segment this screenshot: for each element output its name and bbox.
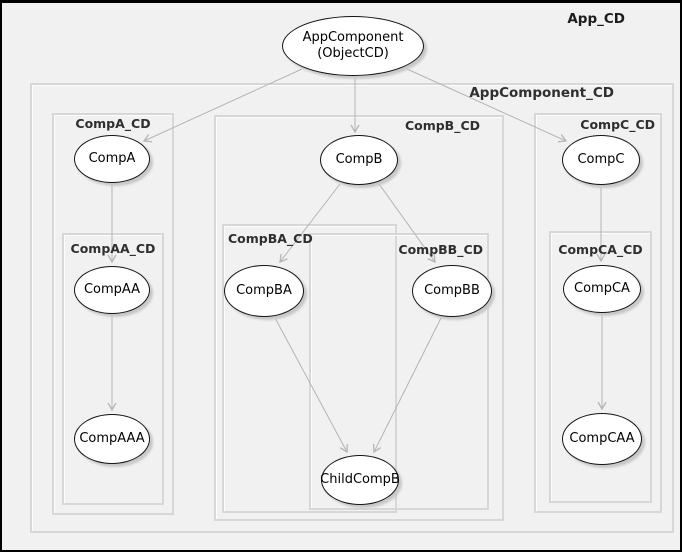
- node-appcomponent[interactable]: AppComponent (ObjectCD): [282, 16, 424, 76]
- app-cd-label: App_CD: [567, 11, 625, 27]
- node-compaaa[interactable]: CompAAA: [74, 414, 150, 464]
- node-compcaa[interactable]: CompCAA: [562, 413, 642, 465]
- compc-cd-label: CompC_CD: [580, 117, 655, 132]
- frame-compc-cd: [534, 113, 662, 513]
- node-compa[interactable]: CompA: [74, 135, 150, 183]
- compaa-cd-label: CompAA_CD: [70, 241, 156, 256]
- node-compca-label: CompCA: [574, 280, 630, 296]
- node-compaaa-label: CompAAA: [79, 430, 145, 446]
- node-compba[interactable]: CompBA: [224, 265, 304, 317]
- frame-compa-cd: [52, 113, 174, 515]
- node-compc-label: CompC: [577, 151, 625, 167]
- node-compb[interactable]: CompB: [320, 135, 398, 185]
- node-childcompb[interactable]: ChildCompB: [320, 455, 400, 505]
- node-compaa-label: CompAA: [83, 281, 141, 297]
- node-compaa[interactable]: CompAA: [74, 266, 150, 314]
- compa-cd-label: CompA_CD: [75, 116, 151, 131]
- node-compc[interactable]: CompC: [562, 135, 640, 185]
- compb-cd-label: CompB_CD: [404, 118, 480, 133]
- node-compbb-label: CompBB: [424, 282, 480, 298]
- frame-appcomponent-cd: [30, 83, 674, 533]
- frame-compaa-cd: [62, 233, 164, 505]
- frame-compb-cd: [214, 115, 504, 521]
- node-compa-label: CompA: [88, 150, 136, 166]
- appcomponent-cd-label: AppComponent_CD: [469, 85, 614, 101]
- node-compba-label: CompBA: [236, 282, 292, 298]
- node-compbb[interactable]: CompBB: [412, 265, 492, 317]
- node-compcaa-label: CompCAA: [569, 430, 635, 446]
- node-appcomponent-label-line2: (ObjectCD): [317, 46, 389, 61]
- node-compca[interactable]: CompCA: [563, 265, 641, 313]
- node-appcomponent-label-line1: AppComponent: [302, 29, 404, 45]
- node-compb-label: CompB: [335, 151, 383, 167]
- compca-cd-label: CompCA_CD: [558, 242, 643, 257]
- compba-cd-label: CompBA_CD: [228, 231, 313, 246]
- compbb-cd-label: CompBB_CD: [398, 242, 483, 257]
- node-childcompb-label: ChildCompB: [320, 471, 400, 487]
